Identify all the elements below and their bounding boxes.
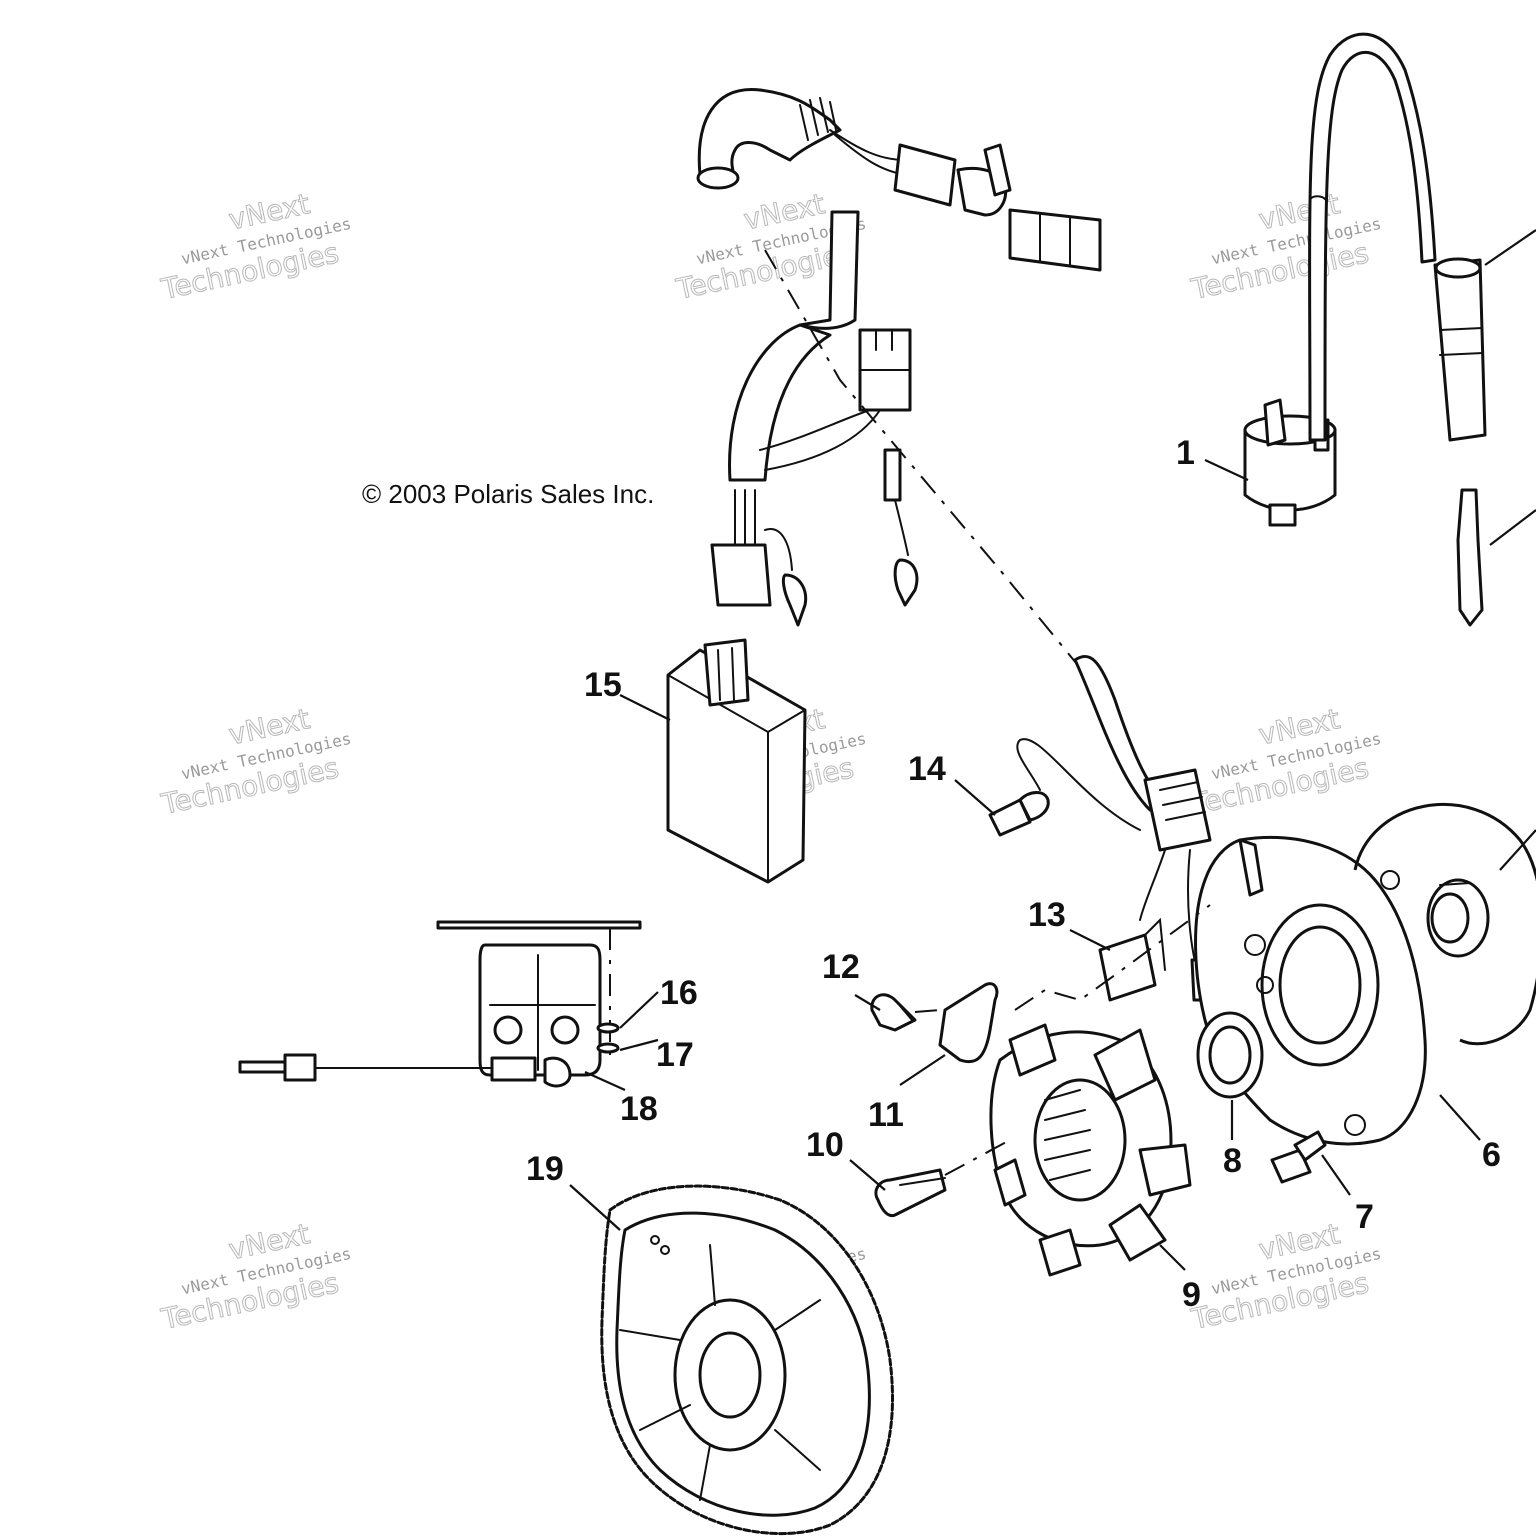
bolt-10 [874, 1168, 947, 1218]
assembly-line [764, 249, 1091, 681]
watermark: vNext vNext Technologies Technologies [157, 1217, 353, 1337]
callout-8: 8 [1223, 1142, 1242, 1180]
sensor-assembly [238, 920, 642, 1088]
callout-10: 10 [806, 1126, 844, 1164]
assembly-line [1014, 904, 1211, 1011]
bearing [1426, 878, 1490, 958]
stator [989, 1023, 1192, 1277]
screw-12 [870, 993, 917, 1032]
callout-15: 15 [584, 666, 622, 704]
ground-screw [988, 738, 1141, 837]
watermark: vNext vNext Technologies Technologies [1187, 702, 1383, 822]
callout-9: 9 [1182, 1276, 1201, 1314]
callout-19: 19 [526, 1150, 564, 1188]
callout-11: 11 [868, 1096, 904, 1134]
callout-1: 1 [1176, 434, 1195, 472]
cdi-module [666, 638, 807, 884]
assembly-line [914, 1009, 941, 1013]
callout-18: 18 [620, 1090, 658, 1128]
callout-17: 17 [656, 1036, 694, 1074]
screw-7 [1270, 1130, 1327, 1184]
watermark: vNext vNext Technologies Technologies [1187, 187, 1383, 307]
spark-plug [1456, 488, 1484, 627]
leader-lines [569, 229, 1536, 1271]
callout-7: 7 [1355, 1198, 1374, 1236]
pickup-coil [1098, 917, 1166, 1002]
o-ring [1353, 803, 1536, 1046]
copyright-notice: © 2003 Polaris Sales Inc. [362, 479, 654, 509]
callouts: 1 6 7 8 9 10 11 12 13 14 15 16 17 18 19 [526, 434, 1501, 1314]
watermark: vNext vNext Technologies Technologies [157, 702, 353, 822]
callout-16: 16 [660, 974, 698, 1012]
watermark: vNext vNext Technologies Technologies [157, 187, 353, 307]
callout-12: 12 [822, 948, 860, 986]
callout-6: 6 [1482, 1136, 1501, 1174]
flywheel [600, 1184, 894, 1536]
wiring-harness [696, 88, 1102, 627]
stator-lead-hose [1073, 654, 1214, 1002]
callout-14: 14 [908, 750, 946, 788]
ignition-coil [1243, 32, 1487, 527]
seal [1196, 1011, 1264, 1099]
callout-13: 13 [1028, 896, 1066, 934]
clamp [938, 982, 999, 1064]
assembly-line [944, 1139, 1011, 1176]
